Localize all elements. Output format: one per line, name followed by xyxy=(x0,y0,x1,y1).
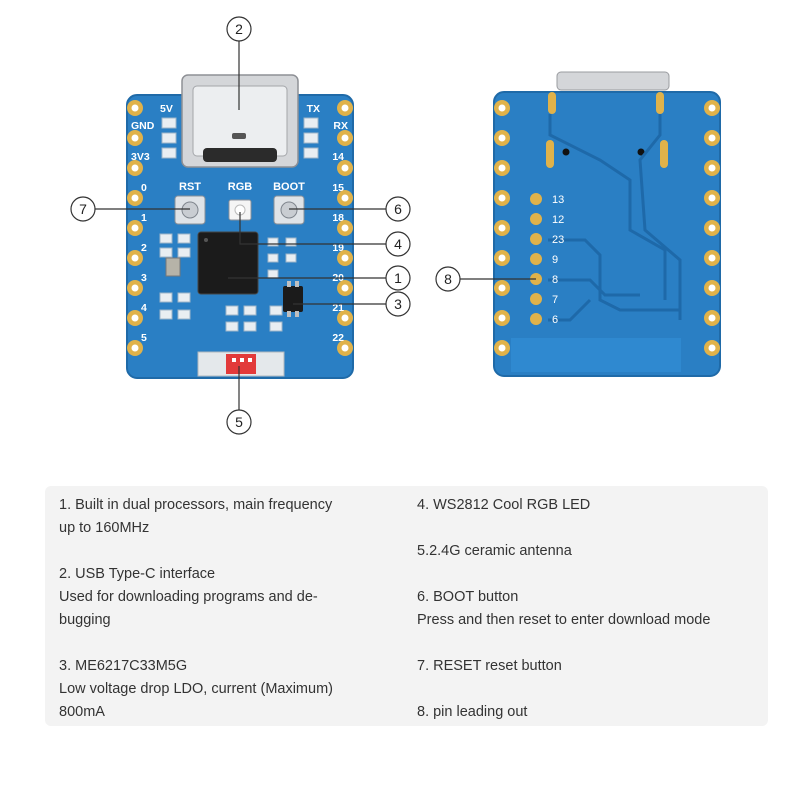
callout-3-number: 3 xyxy=(394,296,402,312)
rgb-label: RGB xyxy=(228,181,253,193)
back-pin-number: 8 xyxy=(552,274,558,286)
description-item: 1. Built in dual processors, main freque… xyxy=(59,494,389,540)
back-pcb xyxy=(493,91,721,377)
back-pin-number: 7 xyxy=(552,294,558,306)
callout-6-number: 6 xyxy=(394,201,402,217)
front-left-pin-label: 4 xyxy=(141,302,147,314)
front-left-pin-label: 5 xyxy=(141,332,147,344)
front-left-pin-label: GND xyxy=(131,120,155,132)
front-right-pin-label: 15 xyxy=(332,182,344,194)
rst-button[interactable] xyxy=(174,195,206,225)
description-item: 6. BOOT button Press and then reset to e… xyxy=(417,586,767,632)
callout-8 xyxy=(435,266,461,292)
callout-1 xyxy=(385,265,411,291)
back-traces xyxy=(548,114,682,322)
front-right-pin-label: 21 xyxy=(332,302,344,314)
front-right-pin-label: 18 xyxy=(332,212,344,224)
description-detail: Press and then reset to enter download m… xyxy=(417,612,711,628)
front-right-pads xyxy=(337,100,353,356)
callout-2-number: 2 xyxy=(235,21,243,37)
front-left-pin-label: 3 xyxy=(141,272,147,284)
front-right-pin-label: 14 xyxy=(332,151,344,163)
front-right-pin-label: TX xyxy=(307,103,320,115)
description-detail: Low voltage drop LDO, current (Maximum) … xyxy=(59,681,333,720)
callouts: 1 2 3 4 5 6 7 8 xyxy=(70,16,536,435)
board-back: 13 12 23 9 8 7 6 xyxy=(493,71,721,377)
board-diagram: 5V GND 3V3 0 1 2 3 4 5 TX RX 14 15 18 19… xyxy=(70,16,721,435)
callout-7-number: 7 xyxy=(79,201,87,217)
callout-4-number: 4 xyxy=(394,236,402,252)
description-title: 8. pin leading out xyxy=(417,704,528,720)
description-title: 3. ME6217C33M5G xyxy=(59,658,188,674)
back-pin-number: 6 xyxy=(552,314,558,326)
description-column-right: 4. WS2812 Cool RGB LED 5.2.4G ceramic an… xyxy=(417,494,767,747)
description-column-left: 1. Built in dual processors, main freque… xyxy=(59,494,389,747)
front-left-pin-label: 5V xyxy=(160,103,173,115)
callout-1-number: 1 xyxy=(394,270,402,286)
description-title: 7. RESET reset button xyxy=(417,658,562,674)
description-detail: Used for downloading programs and de- bu… xyxy=(59,589,318,628)
back-pin-number: 13 xyxy=(552,194,564,206)
usb-c-connector xyxy=(181,74,299,168)
description-panel: 1. Built in dual processors, main freque… xyxy=(45,486,768,726)
rst-label: RST xyxy=(179,181,201,193)
front-left-pin-label: 3V3 xyxy=(131,151,150,163)
callout-2 xyxy=(226,16,252,42)
description-title: 1. Built in dual processors, main freque… xyxy=(59,497,333,536)
description-item: 7. RESET reset button xyxy=(417,655,767,678)
callout-4 xyxy=(385,231,411,257)
front-left-pin-label: 0 xyxy=(141,182,147,194)
description-item: 4. WS2812 Cool RGB LED xyxy=(417,494,767,517)
back-pin-pads xyxy=(530,193,542,325)
front-right-pin-label: RX xyxy=(333,120,348,132)
front-right-pin-label: 19 xyxy=(332,242,344,254)
front-left-pin-label: 2 xyxy=(141,242,147,254)
back-pin-number: 9 xyxy=(552,254,558,266)
callout-7 xyxy=(70,196,96,222)
front-left-pin-label: 1 xyxy=(141,212,147,224)
description-item: 5.2.4G ceramic antenna xyxy=(417,540,767,563)
front-left-pads xyxy=(127,100,143,356)
back-left-pads xyxy=(494,100,510,356)
description-item: 2. USB Type-C interface Used for downloa… xyxy=(59,563,389,632)
description-title: 4. WS2812 Cool RGB LED xyxy=(417,497,591,513)
back-pin-number: 23 xyxy=(552,234,564,246)
boot-button[interactable] xyxy=(273,195,305,225)
callout-5-number: 5 xyxy=(235,414,243,430)
description-item: 3. ME6217C33M5G Low voltage drop LDO, cu… xyxy=(59,655,389,724)
back-right-pads xyxy=(704,100,720,356)
callout-5 xyxy=(226,409,252,435)
callout-6 xyxy=(385,196,411,222)
description-title: 5.2.4G ceramic antenna xyxy=(417,543,572,559)
front-passives xyxy=(159,233,297,332)
ceramic-antenna xyxy=(197,351,285,377)
description-title: 6. BOOT button xyxy=(417,589,519,605)
front-small-pads xyxy=(161,117,319,159)
callout-8-number: 8 xyxy=(444,271,452,287)
description-item: 8. pin leading out xyxy=(417,701,767,724)
back-pin-number: 12 xyxy=(552,214,564,226)
callout-3 xyxy=(385,291,411,317)
front-right-pin-label: 22 xyxy=(332,332,344,344)
description-title: 2. USB Type-C interface xyxy=(59,566,216,582)
ldo-regulator xyxy=(283,286,303,312)
boot-label: BOOT xyxy=(273,181,305,193)
